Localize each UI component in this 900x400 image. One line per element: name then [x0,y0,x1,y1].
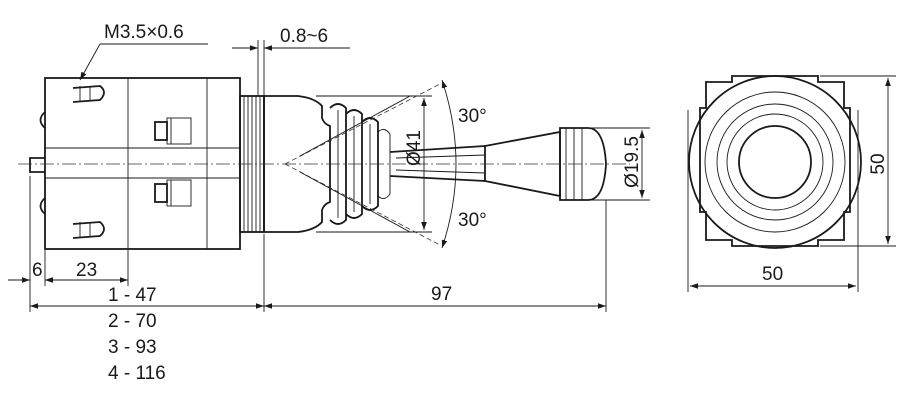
switch-body [29,77,241,250]
front-height-label: 50 [868,153,889,174]
length-option: 2 - 70 [108,311,157,332]
side-view: Ø41 Ø19.5 30° 30° M3.5×0.6 0.8~6 [8,22,650,384]
dim-19-5-label: Ø19.5 [622,136,643,188]
knob-top [738,125,812,199]
tilt-lines [284,79,457,249]
thread-label: M3.5×0.6 [104,22,184,43]
front-dim-width [687,110,859,292]
outer-ring [688,75,862,249]
dim-panel-thickness [232,40,350,96]
terminal-screw [72,85,105,103]
length-table: 1 - 47 2 - 70 3 - 93 4 - 116 [108,285,166,384]
length-option: 4 - 116 [108,363,166,384]
contact-block [154,117,192,145]
length-option: 3 - 93 [108,337,157,358]
ring-3 [716,103,834,221]
terminal-screw [72,221,105,239]
angle-upper-label: 30° [458,106,487,127]
panel-thickness-label: 0.8~6 [280,26,328,47]
length-option: 1 - 47 [108,285,157,306]
dim-19-5 [590,127,650,201]
dim-41-label: Ø41 [404,130,425,166]
contact-block [154,179,192,207]
front-square-bezel [699,75,851,247]
dim-23-label: 23 [76,260,97,281]
angle-lower-label: 30° [458,210,487,231]
front-view: 50 50 [687,75,896,292]
ring-2 [704,91,846,233]
front-width-label: 50 [762,264,783,285]
lever-shaft [389,145,486,182]
ring-4 [726,113,824,211]
dim-41 [316,95,432,233]
dim-97-label: 97 [431,284,452,305]
thread-leader [79,43,208,81]
bottom-extension-lines [29,176,607,312]
bezel-housing [263,95,331,233]
dim-6-label: 6 [32,260,43,281]
